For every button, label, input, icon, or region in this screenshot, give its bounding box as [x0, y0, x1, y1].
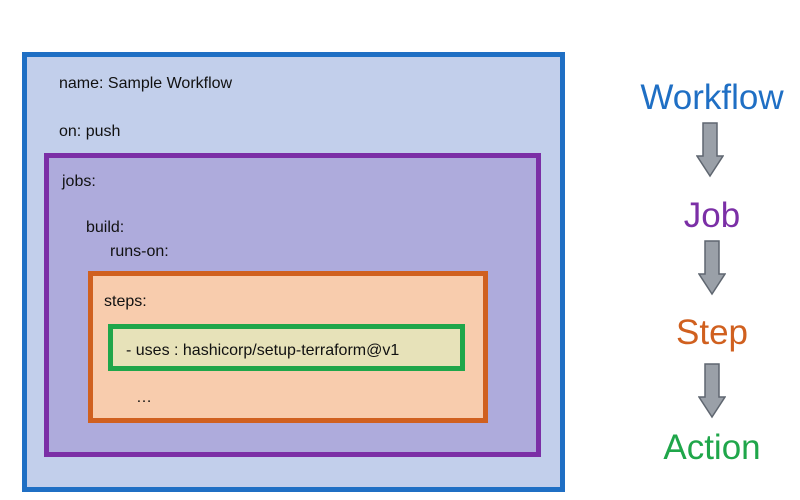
arrow-down-icon [698, 240, 726, 296]
yaml-name-line: name: Sample Workflow [59, 75, 233, 92]
label-workflow: Workflow [640, 78, 784, 117]
label-action: Action [663, 428, 761, 467]
yaml-uses-line: - uses : hashicorp/setup-terraform@v1 [126, 342, 400, 359]
yaml-ellipsis: … [136, 389, 152, 406]
yaml-build-line: build: [86, 219, 125, 236]
arrow-down-icon [696, 122, 724, 178]
arrow-down-icon [698, 363, 726, 419]
label-job: Job [683, 196, 741, 235]
yaml-on-line: on: push [59, 123, 121, 140]
action-box [108, 324, 465, 371]
yaml-jobs-line: jobs: [62, 173, 96, 190]
yaml-runs-on-line: runs-on: [110, 243, 169, 260]
label-step: Step [676, 313, 748, 352]
yaml-steps-line: steps: [104, 293, 147, 310]
